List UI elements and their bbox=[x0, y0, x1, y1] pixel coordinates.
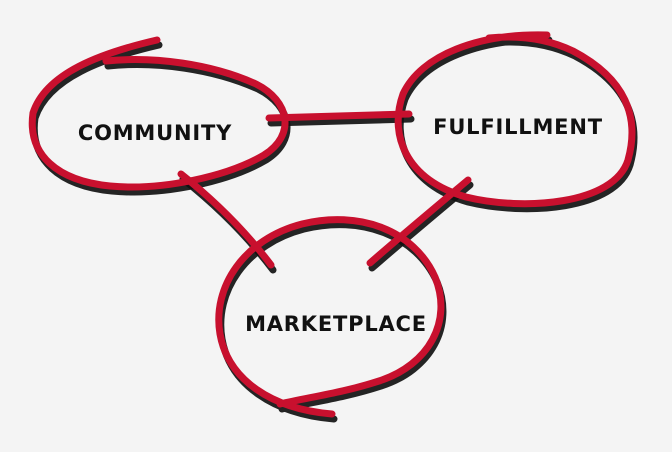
community-loop bbox=[28, 36, 289, 191]
stroke-shadows bbox=[30, 36, 638, 423]
node-label-community: COMMUNITY bbox=[78, 121, 232, 145]
node-label-fulfillment: FULFILLMENT bbox=[433, 115, 603, 139]
stroke-main-layer bbox=[28, 31, 636, 418]
edge-community-fulfillment bbox=[265, 110, 413, 122]
node-labels: COMMUNITY FULFILLMENT MARKETPLACE bbox=[78, 115, 603, 336]
edge-community-marketplace bbox=[177, 170, 275, 269]
marketplace-loop bbox=[215, 216, 445, 418]
fulfillment-loop bbox=[394, 31, 636, 208]
node-label-marketplace: MARKETPLACE bbox=[245, 312, 427, 336]
edge-fulfillment-marketplace bbox=[366, 176, 472, 267]
edge-community-fulfillment-shadow bbox=[267, 115, 415, 127]
edge-community-marketplace-shadow bbox=[179, 175, 277, 274]
